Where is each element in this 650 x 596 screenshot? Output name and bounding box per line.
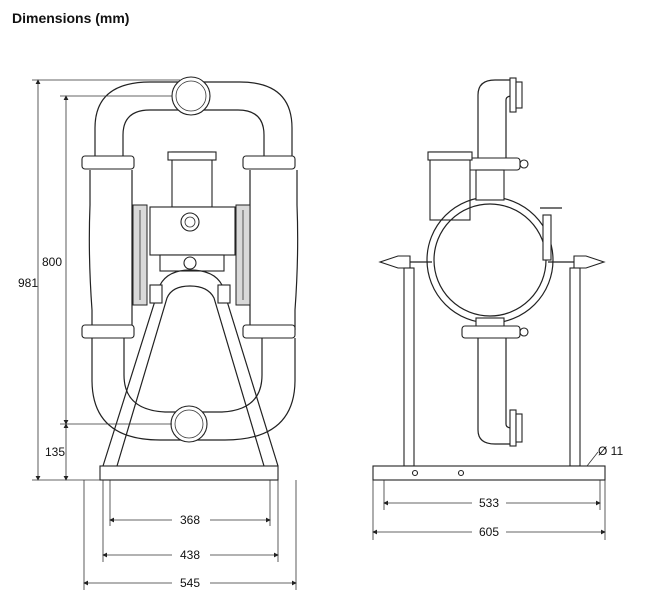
dim-hole-diameter-label: Ø 11 xyxy=(598,444,623,458)
mount-hole xyxy=(457,469,465,477)
side-view xyxy=(372,77,606,481)
dim-800-label: 800 xyxy=(42,255,62,269)
dim-368-label: 368 xyxy=(180,513,200,527)
side-dimensions xyxy=(372,451,606,540)
dim-135-label: 135 xyxy=(45,445,65,459)
bottom-port xyxy=(170,405,208,443)
top-port xyxy=(171,76,211,116)
dim-981-label: 981 xyxy=(18,276,38,290)
dim-545-label: 545 xyxy=(180,576,200,590)
mount-hole xyxy=(411,469,419,477)
dim-533-label: 533 xyxy=(479,496,499,510)
front-dimensions xyxy=(32,79,297,590)
dim-605-label: 605 xyxy=(479,525,499,539)
dim-438-label: 438 xyxy=(180,548,200,562)
front-view xyxy=(81,76,299,481)
page-title: Dimensions (mm) xyxy=(12,10,130,26)
